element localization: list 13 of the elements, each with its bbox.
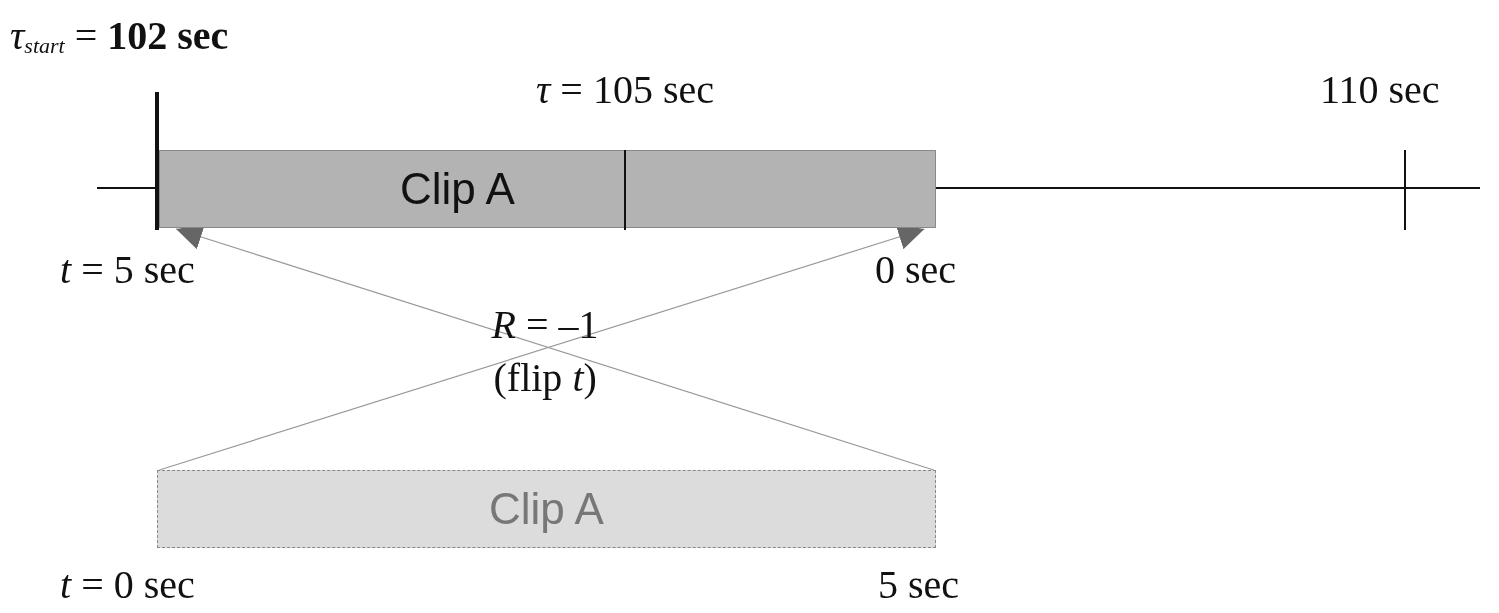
rate-label: R = –1	[491, 305, 599, 345]
clip-time-label: t = 5 sec	[60, 250, 195, 290]
clip-time-label: 5 sec	[878, 565, 960, 605]
time-label: τ = 105 sec	[536, 70, 714, 110]
clip-bar	[159, 150, 936, 228]
clip-bar	[157, 470, 936, 548]
mirrored-clip-label: Clip A	[400, 167, 515, 211]
clip-time-label: 0 sec	[875, 250, 957, 290]
start-time-label: τ$_{start}$ = 102 sec	[10, 16, 229, 57]
clip-label: Clip A	[489, 487, 604, 531]
note-label: (flip t)	[493, 358, 597, 398]
time-label: 110 sec	[1320, 70, 1440, 110]
clip-time-label: t = 0 sec	[60, 565, 195, 605]
